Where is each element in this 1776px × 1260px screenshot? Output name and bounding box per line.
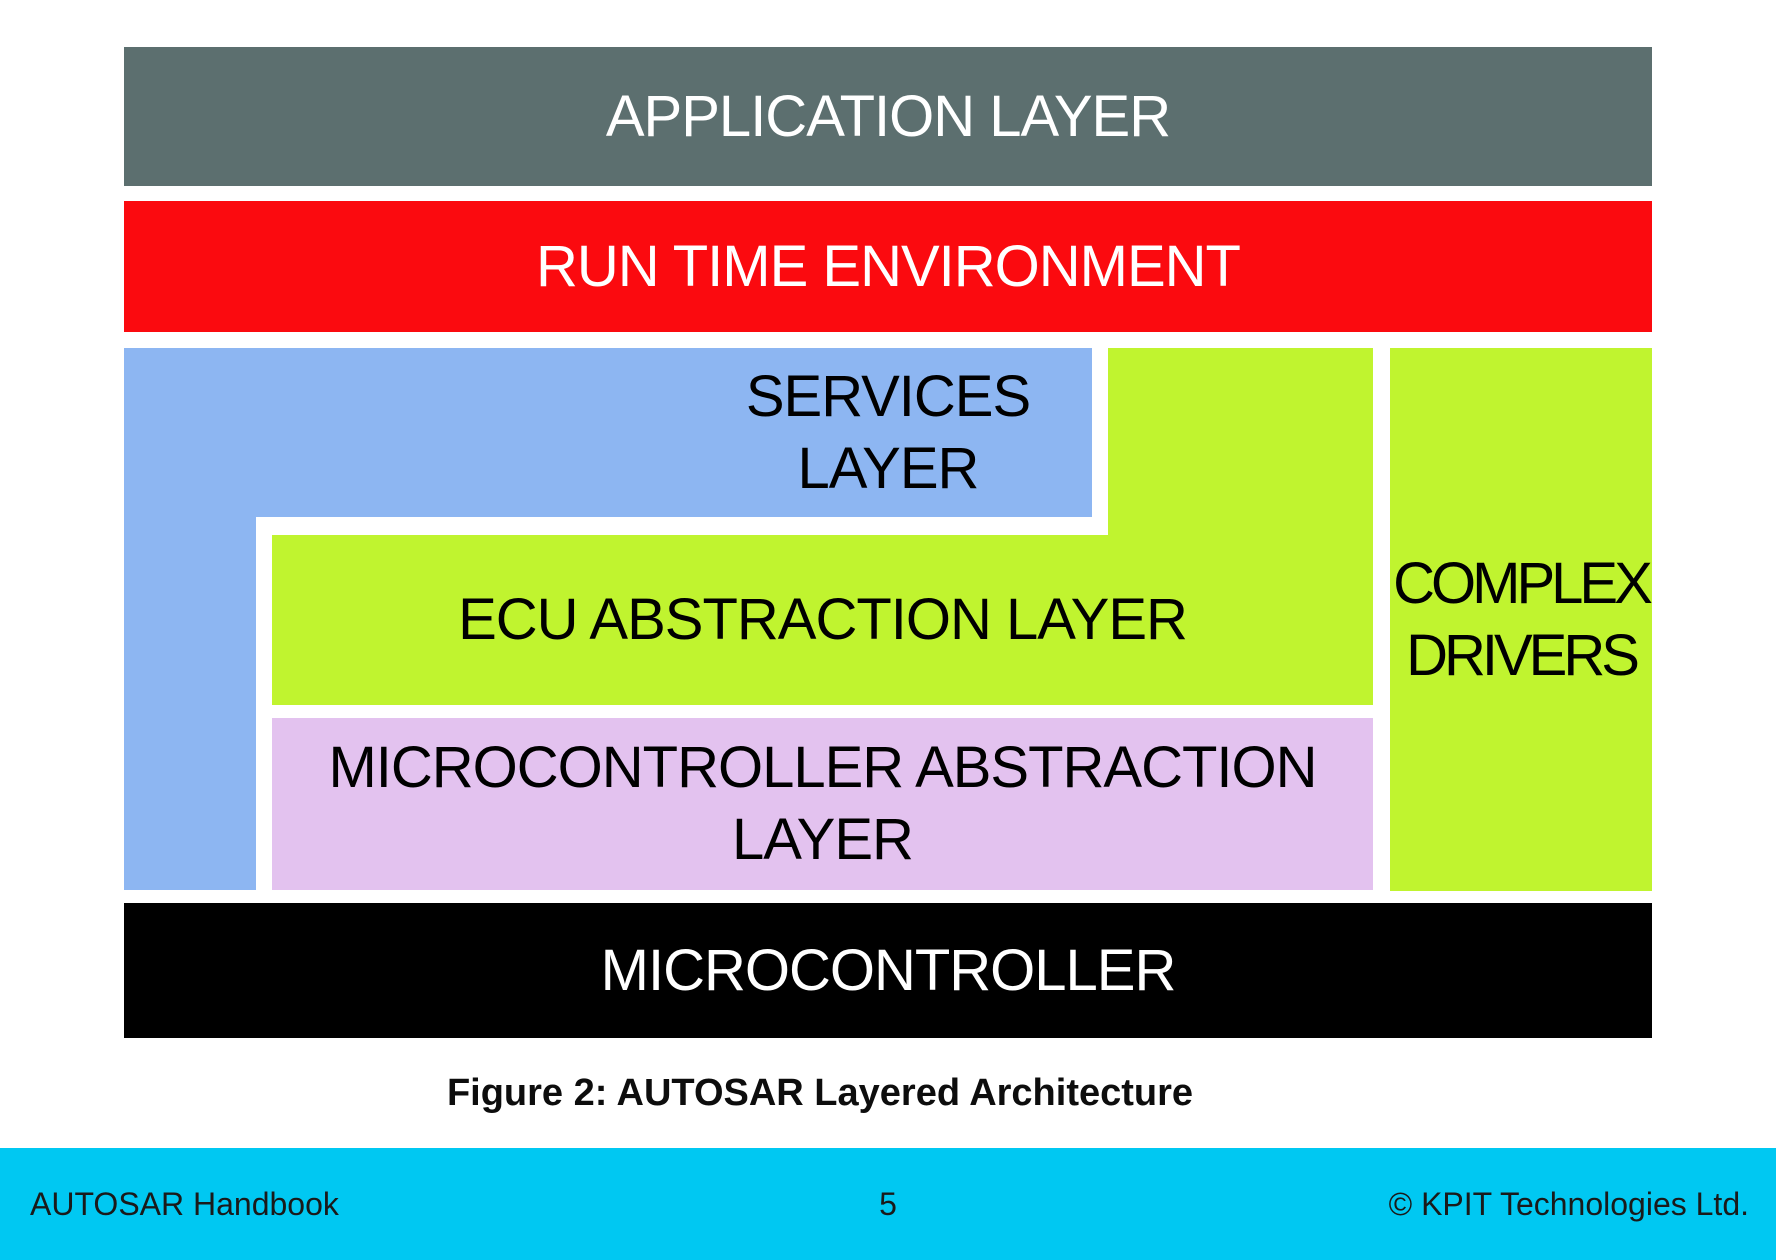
microcontroller-label: MICROCONTROLLER bbox=[600, 937, 1177, 1003]
complex-drivers-label: COMPLEX DRIVERS bbox=[1393, 548, 1653, 692]
microcontroller-abstraction-layer-label-line2: LAYER bbox=[732, 807, 914, 872]
footer-page-number: 5 bbox=[879, 1185, 897, 1222]
runtime-environment-block: RUN TIME ENVIRONMENT bbox=[124, 201, 1652, 332]
microcontroller-abstraction-layer-block: MICROCONTROLLER ABSTRACTION LAYER bbox=[272, 718, 1373, 890]
footer-right-text: © KPIT Technologies Ltd. bbox=[1388, 1185, 1749, 1222]
microcontroller-abstraction-layer-label-line1: MICROCONTROLLER ABSTRACTION bbox=[328, 735, 1317, 800]
footer-bar: AUTOSAR Handbook 5 © KPIT Technologies L… bbox=[0, 1148, 1776, 1260]
application-layer-block: APPLICATION LAYER bbox=[124, 47, 1652, 186]
application-layer-label: APPLICATION LAYER bbox=[605, 83, 1171, 149]
services-layer-top-block bbox=[124, 348, 1092, 517]
complex-drivers-label-line1: COMPLEX bbox=[1393, 550, 1653, 616]
runtime-environment-label: RUN TIME ENVIRONMENT bbox=[536, 233, 1241, 299]
ecu-abstraction-layer-block: ECU ABSTRACTION LAYER bbox=[272, 535, 1373, 705]
complex-drivers-label-line2: DRIVERS bbox=[1406, 622, 1640, 688]
ecu-abstraction-layer-label: ECU ABSTRACTION LAYER bbox=[458, 587, 1188, 652]
microcontroller-block: MICROCONTROLLER bbox=[124, 903, 1652, 1038]
microcontroller-abstraction-layer-label: MICROCONTROLLER ABSTRACTION LAYER bbox=[328, 732, 1317, 876]
footer-left-text: AUTOSAR Handbook bbox=[30, 1185, 339, 1222]
figure-caption: Figure 2: AUTOSAR Layered Architecture bbox=[446, 1072, 1194, 1114]
complex-drivers-block: COMPLEX DRIVERS bbox=[1390, 348, 1653, 891]
